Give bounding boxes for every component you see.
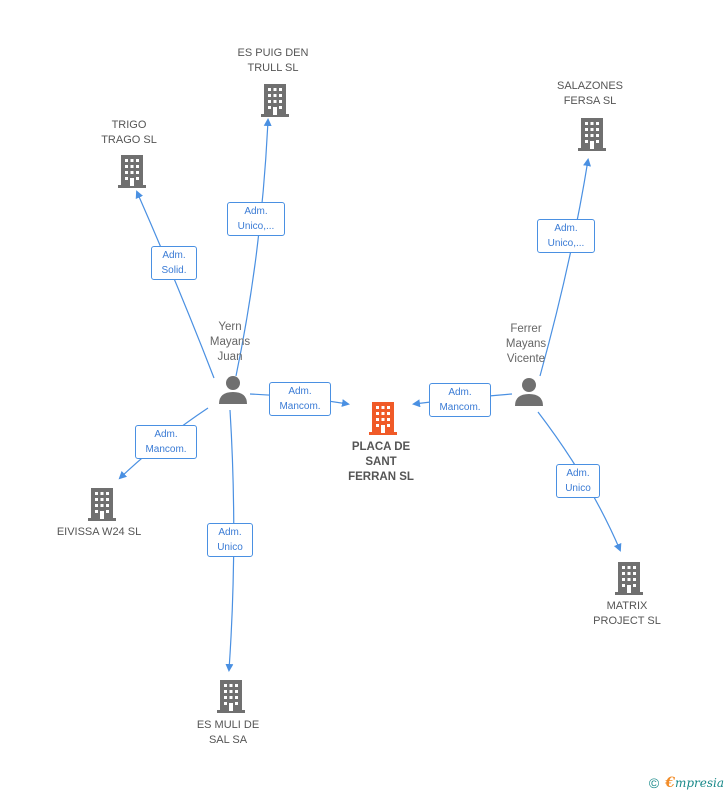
company-label-trigo-trago: TRIGO TRAGO SL [101, 119, 157, 146]
building-icon[interactable] [260, 82, 290, 118]
relation-label-yern-eivissa[interactable]: Adm. Mancom. [135, 425, 197, 459]
main-company-building-icon[interactable] [368, 400, 398, 436]
edge-yern-puig [235, 118, 272, 377]
company-label-salazones-fersa: SALAZONES FERSA SL [556, 80, 624, 107]
building-icon[interactable] [614, 560, 644, 596]
building-icon[interactable] [87, 486, 117, 522]
building-icon[interactable] [117, 153, 147, 189]
relation-label-yern-muli[interactable]: Adm. Unico [207, 523, 253, 557]
edge-yern-trigo [135, 190, 215, 379]
footer-brand: © €mpresia [649, 775, 724, 791]
person-icon[interactable] [218, 374, 248, 404]
relation-label-yern-trigo[interactable]: Adm. Solid. [151, 246, 197, 280]
relation-label-ferrer-salazones[interactable]: Adm. Unico,... [537, 219, 595, 253]
company-label-placa-de-sant-ferran: PLACA DE SANT FERRAN SL [348, 441, 414, 483]
company-label-matrix-project: MATRIX PROJECT SL [593, 600, 661, 627]
building-icon[interactable] [577, 116, 607, 152]
company-label-eivissa-w24: EIVISSA W24 SL [56, 526, 142, 538]
person-icon[interactable] [514, 376, 544, 406]
relation-label-ferrer-placa[interactable]: Adm. Mancom. [429, 383, 491, 417]
brand-initial: € [665, 775, 675, 791]
company-label-es-muli-de-sal: ES MULI DE SAL SA [196, 719, 260, 746]
relation-label-ferrer-matrix[interactable]: Adm. Unico [556, 464, 600, 498]
relation-label-yern-placa[interactable]: Adm. Mancom. [269, 382, 331, 416]
person-label-ferrer-mayans-vicente: Ferrer Mayans Vicente [505, 323, 547, 365]
brand-name: mpresia [674, 776, 724, 790]
relation-label-yern-puig[interactable]: Adm. Unico,... [227, 202, 285, 236]
building-icon[interactable] [216, 678, 246, 714]
company-label-es-puig-den-trull: ES PUIG DEN TRULL SL [237, 47, 309, 74]
copyright-icon: © [648, 775, 660, 791]
person-label-yern-mayans-juan: Yern Mayans Juan [209, 321, 251, 363]
brand-logo[interactable]: €mpresia [665, 775, 724, 791]
edge-ferrer-salazones [539, 158, 592, 377]
